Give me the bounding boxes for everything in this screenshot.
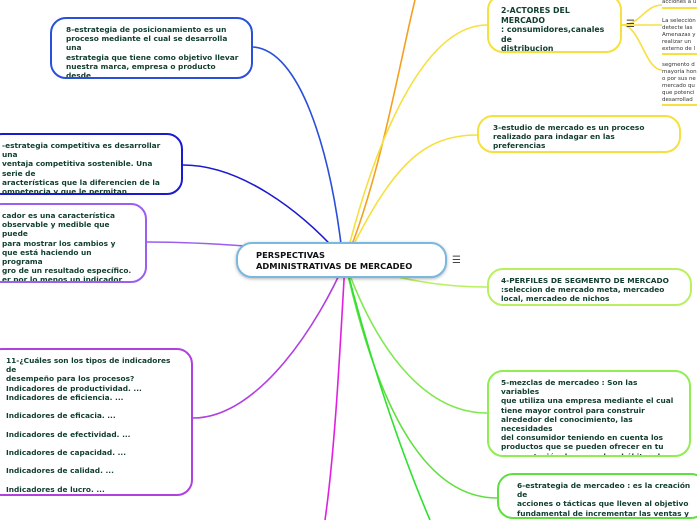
menu-icon[interactable]: ☰ [452,255,461,266]
subnode-acciones[interactable]: acciones a u [662,0,697,9]
link-green-down [344,261,431,520]
link-node-8 [252,46,343,253]
subnode-seleccion[interactable]: La selección detecte las Amenazas y real… [662,18,697,55]
link-node-7 [182,164,341,256]
node-5-mezclas-mercadeo[interactable]: 5-mezclas de mercadeo : Son las variable… [487,370,691,457]
central-topic[interactable]: PERSPECTIVAS ADMINISTRATIVAS DE MERCADEO [236,242,447,278]
link-node-2 [344,24,488,263]
node-2-actores-mercado[interactable]: 2-ACTORES DEL MERCADO : consumidores,can… [487,0,622,53]
link-sub-3 [621,24,663,71]
link-magenta-down [324,261,346,520]
node-4-perfiles-segmento[interactable]: 4-PERFILES DE SEGMENTO DE MERCADO :selec… [487,268,692,306]
node-7-estrategia-competitiva[interactable]: -estrategia competitiva es desarrollar u… [0,133,183,195]
subnode-segmento[interactable]: segmento d mayoría hon o por sus ne merc… [662,62,697,106]
node-10-indicador[interactable]: cador es una característica observable y… [0,203,147,283]
link-node-6 [344,261,498,499]
node-11-tipos-indicadores[interactable]: 11-¿Cuáles son los tipos de indicadores … [0,348,193,496]
link-node-3 [344,134,478,263]
node-2-menu-icon[interactable]: ☰ [626,19,635,30]
node-3-estudio-mercado[interactable]: 3-estudio de mercado es un proceso reali… [477,115,681,153]
node-8-posicionamiento[interactable]: 8-estrategia de posicionamiento es un pr… [50,17,253,79]
node-6-estrategia-mercadeo[interactable]: 6-estrategia de mercadeo : es la creació… [497,473,697,519]
link-node-5 [344,261,488,414]
link-orange [344,0,416,263]
link-node-11 [192,261,346,419]
